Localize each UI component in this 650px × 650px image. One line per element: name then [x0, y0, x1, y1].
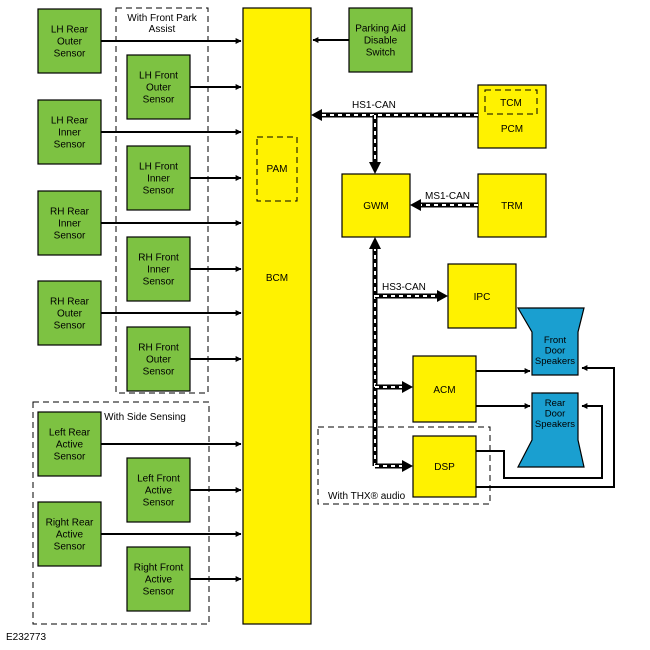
bcm-module	[242, 7, 312, 625]
ms1-can-label: MS1-CAN	[425, 191, 470, 202]
svg-text:ACM: ACM	[433, 385, 455, 396]
front-park-assist-group	[115, 7, 209, 394]
hs1-can-label: HS1-CAN	[352, 100, 396, 111]
hs1-can-bus	[311, 109, 478, 174]
dsp-module: DSP	[412, 435, 477, 498]
svg-text:TRM: TRM	[501, 201, 523, 212]
side-sensing-group	[32, 401, 210, 625]
thx-audio-label: With THX® audio	[328, 491, 406, 502]
ipc-module: IPC	[447, 263, 517, 329]
hs3-can-bus	[369, 237, 448, 472]
gwm-module: GWM	[341, 173, 411, 238]
tcm-frame	[484, 89, 538, 115]
pcm-module: TCM PCM	[477, 84, 547, 149]
wire-dsp-rear-speakers	[476, 403, 603, 479]
ms1-can-bus	[410, 199, 478, 211]
trm-module: TRM	[477, 173, 547, 238]
bcm-label: BCM	[266, 273, 288, 284]
figure-id: E232773	[6, 632, 46, 643]
svg-text:DSP: DSP	[434, 462, 455, 473]
wire-dsp-front-speakers	[476, 365, 615, 488]
pcm-label: PCM	[501, 124, 523, 135]
pam-label: PAM	[267, 164, 288, 175]
svg-text:GWM: GWM	[363, 201, 389, 212]
side-sensing-label: With Side Sensing	[104, 412, 186, 423]
pam-frame	[256, 136, 298, 202]
acm-module: ACM	[412, 355, 477, 423]
tcm-label: TCM	[500, 98, 522, 109]
thx-audio-group	[317, 426, 491, 505]
hs3-can-label: HS3-CAN	[382, 282, 426, 293]
svg-text:IPC: IPC	[474, 292, 491, 303]
